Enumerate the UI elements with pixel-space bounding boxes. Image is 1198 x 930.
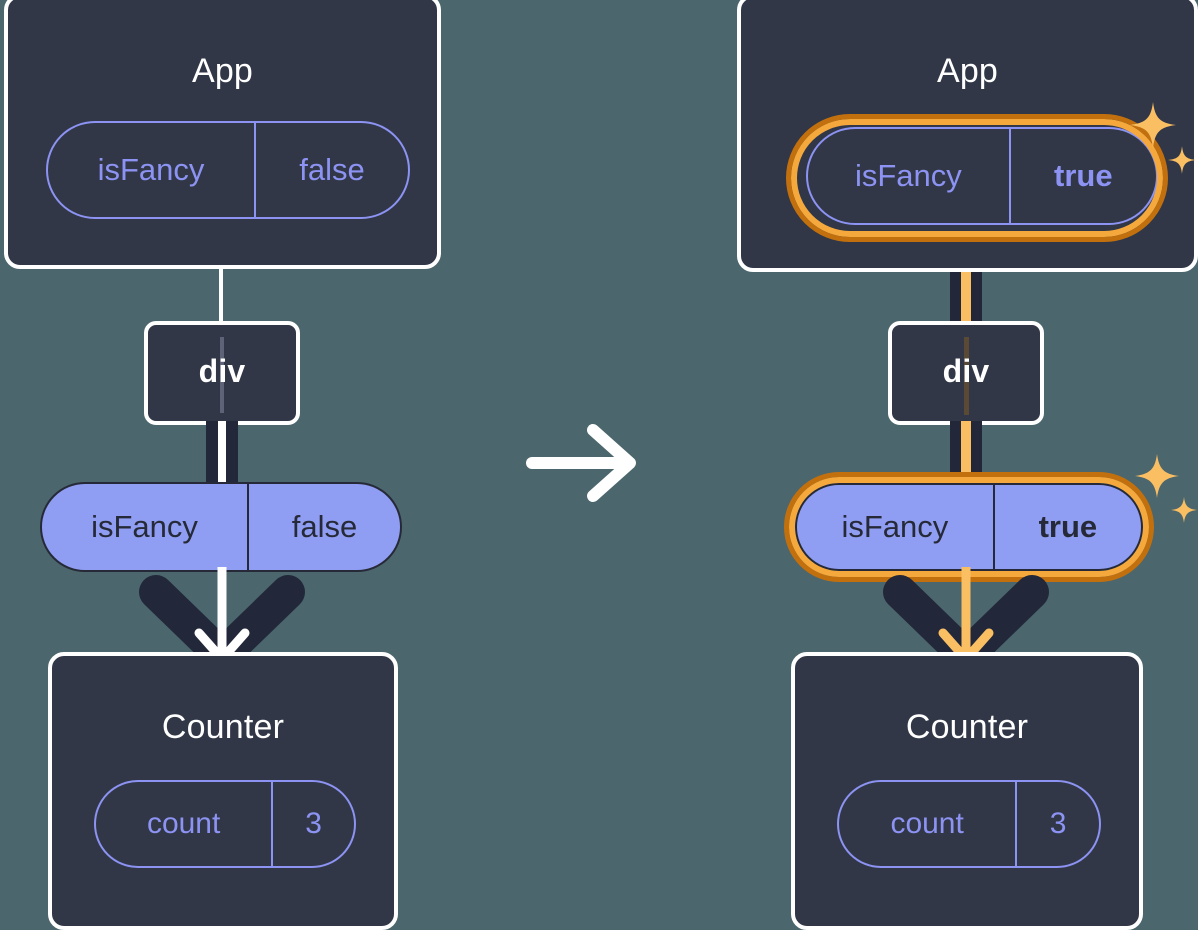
edge-div-to-props-core-before	[218, 421, 226, 487]
state-pill-key-before: isFancy	[48, 123, 256, 217]
edge-div-to-props-right-rail-after	[970, 421, 982, 487]
counter-node-title-before: Counter	[161, 708, 285, 746]
props-pill-value-before: false	[291, 509, 358, 544]
div-node-title-before: div	[198, 353, 246, 389]
state-pill-count-key-after: count	[839, 782, 1018, 866]
props-pill-isfancy-after[interactable]: isFancy true	[795, 483, 1143, 571]
edge-div-to-props-right-rail-before	[226, 421, 238, 487]
app-node-title-after: App	[936, 52, 999, 90]
state-pill-isfancy-after[interactable]: isFancy true	[806, 127, 1158, 225]
app-node-title-before: App	[191, 52, 254, 90]
props-pill-key-after: isFancy	[797, 485, 995, 569]
state-pill-count-value-after: 3	[1049, 807, 1067, 840]
props-pill-key-before: isFancy	[42, 484, 249, 570]
props-pill-isfancy-before[interactable]: isFancy false	[40, 482, 402, 572]
edge-div-to-props-core-after	[961, 421, 971, 487]
state-pill-value-after: true	[1054, 158, 1113, 193]
state-pill-key-after: isFancy	[808, 129, 1011, 223]
counter-node-after[interactable]: Counter count 3	[791, 652, 1143, 930]
div-node-after[interactable]: div	[888, 321, 1044, 425]
state-pill-count-value-before: 3	[305, 807, 322, 840]
edge-div-to-props-left-rail-after	[950, 421, 962, 487]
sparkle-icon-app-after	[1130, 102, 1196, 174]
edge-through-div-after	[964, 337, 969, 415]
div-node-title-after: div	[942, 353, 990, 389]
state-pill-count-before[interactable]: count 3	[94, 780, 356, 868]
state-pill-count-after[interactable]: count 3	[837, 780, 1101, 868]
transition-arrow-icon	[526, 424, 636, 502]
sparkle-icon-props-after	[1135, 454, 1197, 523]
state-pill-count-key-before: count	[96, 782, 274, 866]
edge-app-to-div-before	[219, 266, 223, 322]
div-node-before[interactable]: div	[144, 321, 300, 425]
state-pill-value-before: false	[299, 152, 365, 187]
counter-node-before[interactable]: Counter count 3	[48, 652, 398, 930]
app-node-before[interactable]: App isFancy false	[4, 0, 441, 269]
props-pill-value-after: true	[1038, 509, 1098, 544]
app-node-after[interactable]: App isFancy true	[737, 0, 1198, 272]
state-pill-isfancy-before[interactable]: isFancy false	[46, 121, 410, 219]
edge-div-to-props-left-rail-before	[206, 421, 218, 487]
counter-node-title-after: Counter	[905, 708, 1029, 746]
edge-through-div-before	[220, 337, 224, 413]
